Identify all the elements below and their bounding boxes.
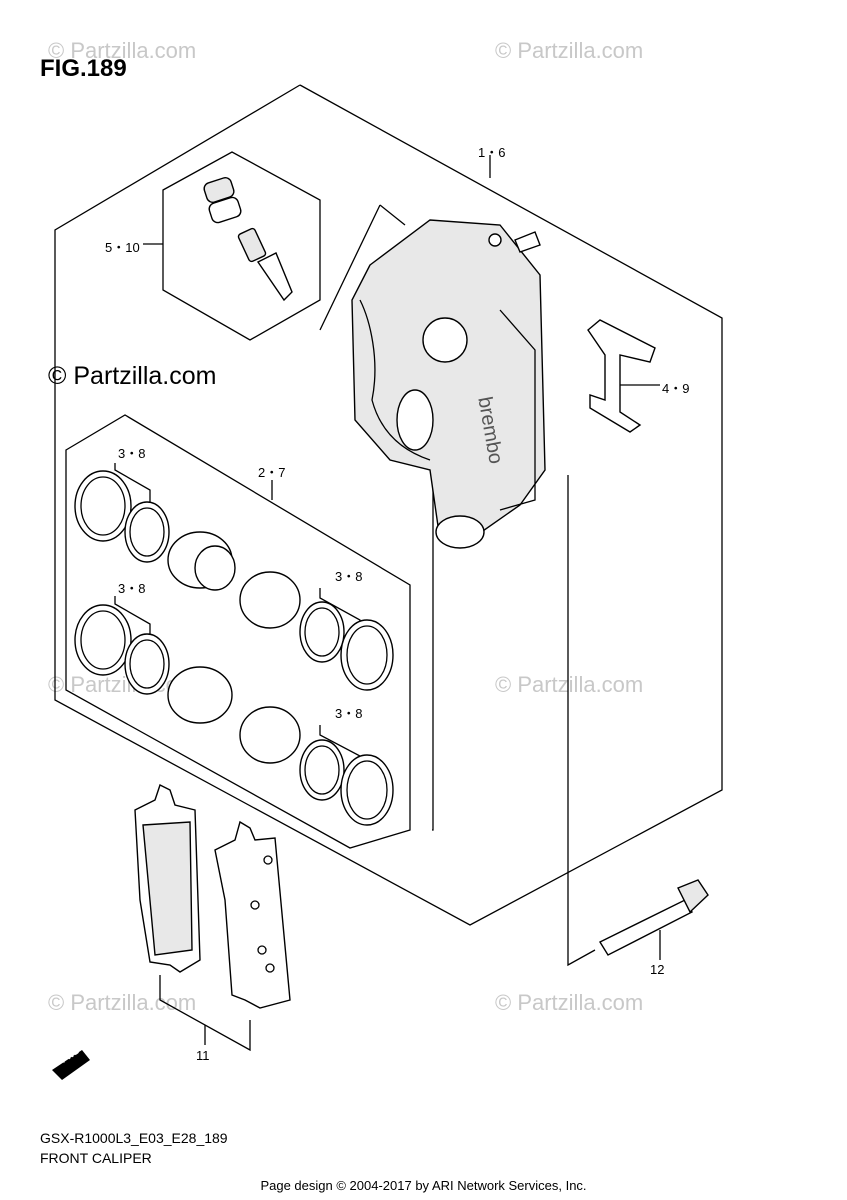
- bleeder-frame: [162, 151, 321, 341]
- callout-11: 11: [196, 1048, 210, 1063]
- watermark: © Partzilla.com: [495, 38, 644, 63]
- callout-12: 12: [650, 962, 665, 977]
- caliper-body: [319, 204, 546, 549]
- watermark-main: © Partzilla.com: [48, 362, 217, 390]
- caliper-bracket: [432, 470, 434, 831]
- watermark: © Partzilla.com: [495, 990, 644, 1015]
- model-code: GSX-R1000L3_E03_E28_189: [40, 1130, 228, 1146]
- caliper-mounting-bolt: [599, 879, 709, 956]
- watermark: © Partzilla.com: [48, 38, 197, 63]
- brake-pads: [134, 784, 291, 1009]
- callout-3-8: 3・8: [118, 581, 146, 596]
- bleeder-cap: [203, 177, 242, 224]
- figure-caption: FRONT CALIPER: [40, 1150, 152, 1166]
- bolt-bracket: [567, 475, 596, 967]
- seals-and-pistons: [74, 470, 394, 826]
- page-footer: Page design © 2004-2017 by ARI Network S…: [260, 1178, 587, 1193]
- bracket-3-8: [114, 596, 151, 640]
- callout-3-8: 3・8: [335, 569, 363, 584]
- callout-4-9: 4・9: [662, 381, 690, 396]
- watermark: © Partzilla.com: [48, 990, 197, 1015]
- bracket-3-8: [114, 463, 151, 510]
- piston-frame: [65, 414, 411, 849]
- callout-1-6: 1・6: [478, 145, 506, 160]
- watermark: © Partzilla.com: [495, 672, 644, 697]
- callout-3-8: 3・8: [335, 706, 363, 721]
- fwd-arrow: [52, 1050, 90, 1080]
- bleeder-screw: [237, 227, 293, 302]
- callout-3-8: 3・8: [118, 446, 146, 461]
- pad-spring-clip: [587, 319, 656, 433]
- callout-5-10: 5・10: [105, 240, 140, 255]
- callout-2-7: 2・7: [258, 465, 286, 480]
- assembly-frame: [54, 84, 723, 926]
- figure-title: FIG.189: [40, 55, 127, 82]
